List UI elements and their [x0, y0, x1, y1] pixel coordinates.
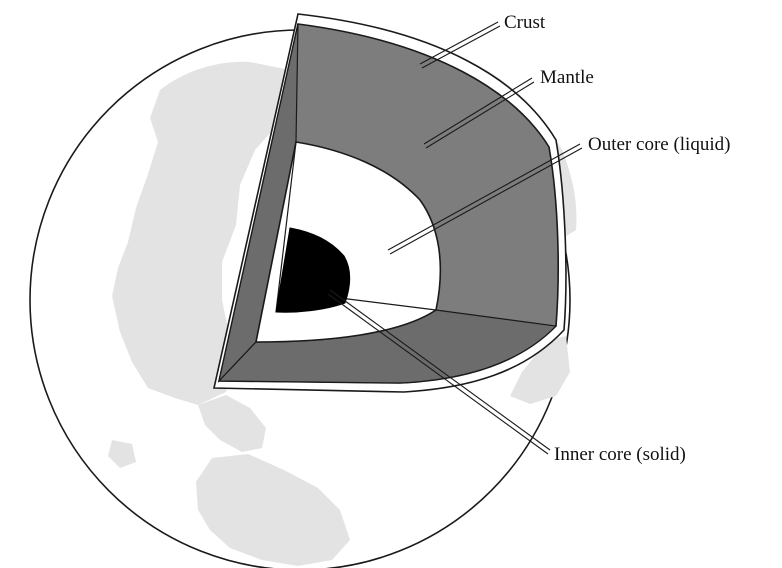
leader-outer-core-b: [389, 147, 583, 255]
leader-mantle-a: [423, 77, 533, 145]
continent-south-america: [196, 454, 350, 566]
label-crust: Crust: [504, 12, 546, 33]
label-mantle: Mantle: [540, 67, 594, 88]
continent-central-america: [198, 395, 266, 452]
leader-crust-b: [421, 25, 501, 69]
leader-crust-a: [419, 21, 499, 65]
label-outer-core: Outer core (liquid): [588, 134, 730, 155]
continent-africa: [510, 336, 570, 404]
outer-core-floor-line: [339, 297, 437, 311]
leader-inner-core-a: [329, 289, 551, 451]
leader-inner-core-b: [327, 293, 549, 455]
outer-core-edge-line: [275, 141, 297, 313]
leader-outer-core-a: [387, 143, 581, 251]
leader-mantle-b: [425, 81, 535, 149]
label-inner-core: Inner core (solid): [554, 444, 686, 465]
continent-island: [108, 440, 136, 468]
leader-lines: [327, 21, 583, 455]
continent-north-america: [112, 61, 290, 405]
